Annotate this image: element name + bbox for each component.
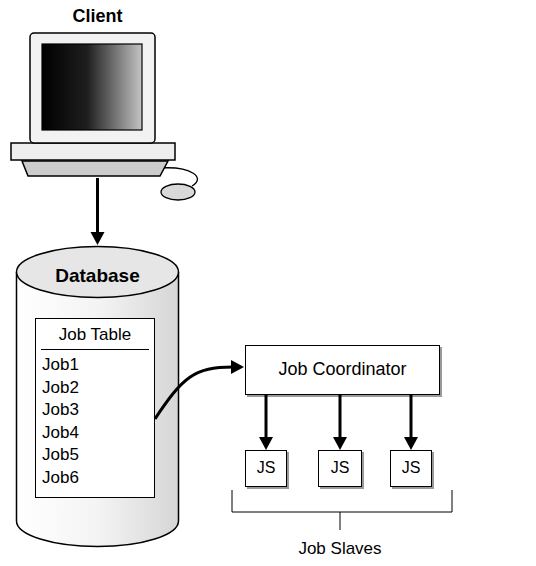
connector <box>259 395 273 450</box>
mouse-cord <box>160 168 197 186</box>
job-entry: Job1 <box>36 354 154 377</box>
arrow-head <box>259 437 273 450</box>
job-entry: Job4 <box>36 422 154 445</box>
connector <box>404 395 418 450</box>
node-label: JS <box>391 451 431 485</box>
bracket-line <box>232 490 452 530</box>
arrow-head <box>231 360 244 374</box>
monitor-frame <box>30 33 155 143</box>
keyboard <box>22 161 168 176</box>
mouse <box>161 184 195 200</box>
node-label: Job Table <box>41 323 149 350</box>
job-entry: Job2 <box>36 377 154 400</box>
connector <box>155 360 244 419</box>
node-label: Job Coordinator <box>246 346 439 393</box>
job-entry: Job5 <box>36 444 154 467</box>
monitor-screen <box>42 44 142 130</box>
job-slave-box: JS <box>390 450 432 487</box>
connector-line <box>265 395 268 439</box>
node-label: Database <box>15 265 180 287</box>
job-slave-box: JS <box>245 450 287 487</box>
job-table: Job TableJob1Job2Job3Job4Job5Job6 <box>35 318 155 498</box>
connector-line <box>96 178 99 234</box>
arrow-head <box>404 437 418 450</box>
connector-line <box>155 367 233 419</box>
client-computer: Client <box>0 0 195 178</box>
database-cylinder: DatabaseJob TableJob1Job2Job3Job4Job5Job… <box>15 245 180 548</box>
job-entry: Job6 <box>36 467 154 490</box>
cylinder-body <box>17 272 179 546</box>
arrow-head <box>91 232 105 245</box>
group-label: Job Slaves <box>240 538 440 560</box>
node-label: JS <box>319 451 361 485</box>
connector-line <box>410 395 413 439</box>
connector <box>333 395 347 450</box>
job-slave-box: JS <box>318 450 362 487</box>
node-label: JS <box>246 451 286 485</box>
connector <box>91 178 105 245</box>
job-entry: Job3 <box>36 399 154 422</box>
connector-line <box>339 395 342 439</box>
computer-base <box>11 143 175 160</box>
job-coordinator-box: Job Coordinator <box>245 345 440 395</box>
node-label: Client <box>0 5 195 27</box>
arrow-head <box>333 437 347 450</box>
